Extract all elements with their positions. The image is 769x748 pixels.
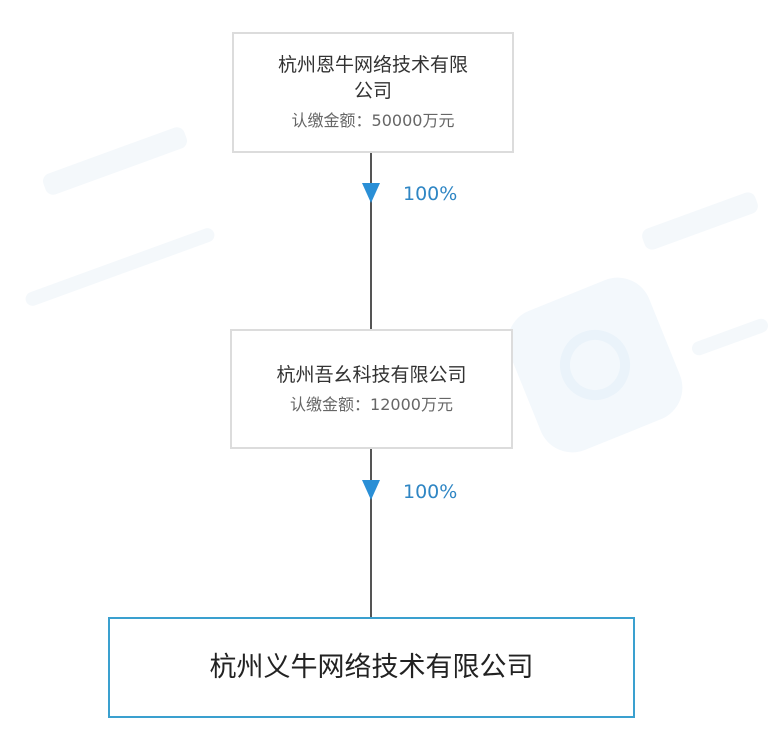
node-name: 杭州义牛网络技术有限公司 xyxy=(209,651,534,683)
shareholder-node-enniu[interactable]: 杭州恩牛网络技术有限 公司 认缴金额：50000万元 xyxy=(232,32,514,153)
ownership-percent-label: 100% xyxy=(403,481,458,503)
ownership-percent-label: 100% xyxy=(403,183,458,205)
subscribed-amount: 认缴金额：12000万元 xyxy=(290,394,453,414)
node-name-line: 公司 xyxy=(353,80,392,102)
node-name: 杭州恩牛网络技术有限 公司 xyxy=(278,52,468,104)
node-name-line: 杭州恩牛网络技术有限 xyxy=(277,54,468,76)
shareholder-node-wuyao[interactable]: 杭州吾幺科技有限公司 认缴金额：12000万元 xyxy=(230,329,513,449)
subscribed-amount: 认缴金额：50000万元 xyxy=(291,111,455,130)
arrow-down-icon xyxy=(362,480,380,500)
node-name: 杭州吾幺科技有限公司 xyxy=(276,363,467,386)
arrow-down-icon xyxy=(362,183,380,203)
target-company-node[interactable]: 杭州义牛网络技术有限公司 xyxy=(108,617,635,718)
